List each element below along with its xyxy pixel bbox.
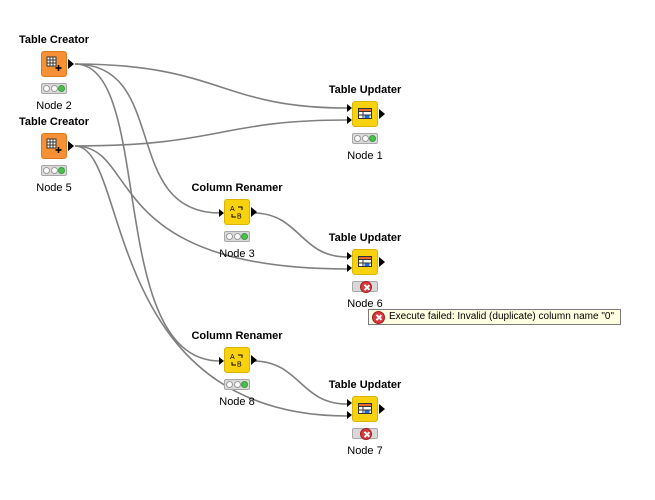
status-light-yellow [233, 381, 241, 388]
status-light-yellow [233, 233, 241, 240]
table-update-icon [358, 256, 372, 267]
status-light-red [43, 85, 50, 92]
output-port[interactable] [251, 355, 257, 365]
node-label[interactable]: Node 8 [219, 396, 255, 408]
error-icon [372, 311, 385, 324]
status-light-red [354, 135, 361, 142]
node-title: Table Updater [328, 379, 402, 391]
node-title: Column Renamer [191, 330, 283, 342]
node-column-renamer-8[interactable]: Column Renamer A B Node 8 [177, 330, 297, 410]
output-port[interactable] [379, 404, 385, 414]
input-port[interactable] [219, 209, 224, 217]
node-label[interactable]: Node 6 [347, 298, 383, 310]
status-traffic-light [352, 281, 378, 293]
node-table-updater-7[interactable]: Table Updater Node 7 [305, 379, 425, 459]
input-port-2[interactable] [347, 264, 352, 272]
output-port[interactable] [68, 141, 74, 151]
status-traffic-light [352, 133, 378, 144]
output-port[interactable] [68, 59, 74, 69]
svg-text:B: B [237, 214, 242, 221]
connection-node3-node6[interactable] [252, 212, 348, 258]
table-grid-plus-icon [46, 138, 62, 153]
node-label[interactable]: Node 3 [219, 248, 255, 260]
node-title: Column Renamer [191, 182, 283, 194]
connection-node2-node1[interactable] [74, 63, 348, 109]
table-update-icon [358, 108, 372, 119]
status-light-yellow [50, 85, 58, 92]
input-port-1[interactable] [347, 252, 352, 260]
svg-text:A: A [230, 354, 235, 361]
connection-node8-node7[interactable] [252, 360, 348, 405]
input-port[interactable] [219, 357, 224, 365]
error-icon [360, 428, 372, 440]
node-column-renamer-3[interactable]: Column Renamer A B Node 3 [177, 182, 297, 262]
status-light-yellow [361, 135, 369, 142]
status-light-green [58, 85, 65, 92]
node-title: Table Creator [18, 116, 90, 128]
status-light-red [226, 381, 233, 388]
connection-node5-node1[interactable] [74, 119, 348, 147]
node-label[interactable]: Node 7 [347, 445, 383, 457]
column-renamer-node-icon[interactable]: A B [224, 347, 250, 373]
status-traffic-light [224, 231, 250, 242]
status-traffic-light [41, 165, 67, 176]
status-light-red [43, 167, 50, 174]
status-light-red [226, 233, 233, 240]
input-port-1[interactable] [347, 104, 352, 112]
output-port[interactable] [379, 257, 385, 267]
status-light-green [241, 381, 248, 388]
status-light-green [369, 135, 376, 142]
svg-text:A: A [230, 206, 235, 213]
svg-text:B: B [237, 362, 242, 369]
table-update-icon [358, 403, 372, 414]
status-light-green [58, 167, 65, 174]
node-label[interactable]: Node 5 [36, 182, 72, 194]
node-table-creator-2[interactable]: Table Creator Node 2 [0, 34, 114, 114]
status-light-green [241, 233, 248, 240]
table-updater-node-icon[interactable] [352, 396, 378, 422]
error-icon [360, 281, 372, 293]
input-port-1[interactable] [347, 399, 352, 407]
table-creator-node-icon[interactable] [41, 51, 67, 77]
column-renamer-node-icon[interactable]: A B [224, 199, 250, 225]
rename-ab-icon: A B [230, 206, 243, 221]
output-port[interactable] [251, 207, 257, 217]
node-table-updater-6[interactable]: Table Updater Node 6 [305, 232, 425, 312]
node-label[interactable]: Node 2 [36, 100, 72, 112]
node-table-creator-5[interactable]: Table Creator Node 5 [0, 116, 114, 196]
status-traffic-light [41, 83, 67, 94]
connection-node5-node6[interactable] [74, 145, 348, 270]
table-updater-node-icon[interactable] [352, 101, 378, 127]
node-title: Table Updater [328, 84, 402, 96]
output-port[interactable] [379, 109, 385, 119]
connection-node2-node3[interactable] [74, 63, 221, 214]
status-traffic-light [352, 428, 378, 440]
node-label[interactable]: Node 1 [347, 150, 383, 162]
connection-node5-node7[interactable] [74, 145, 348, 417]
error-tooltip-text: Execute failed: Invalid (duplicate) colu… [389, 311, 614, 322]
node-title: Table Creator [18, 34, 90, 46]
table-creator-node-icon[interactable] [41, 133, 67, 159]
input-port-2[interactable] [347, 116, 352, 124]
table-updater-node-icon[interactable] [352, 249, 378, 275]
table-grid-plus-icon [46, 56, 62, 71]
node-title: Table Updater [328, 232, 402, 244]
rename-ab-icon: A B [230, 354, 243, 369]
error-tooltip: Execute failed: Invalid (duplicate) colu… [368, 309, 621, 325]
input-port-2[interactable] [347, 411, 352, 419]
node-table-updater-1[interactable]: Table Updater Node 1 [305, 84, 425, 164]
status-light-yellow [50, 167, 58, 174]
connection-node2-node8[interactable] [74, 63, 221, 362]
status-traffic-light [224, 379, 250, 390]
